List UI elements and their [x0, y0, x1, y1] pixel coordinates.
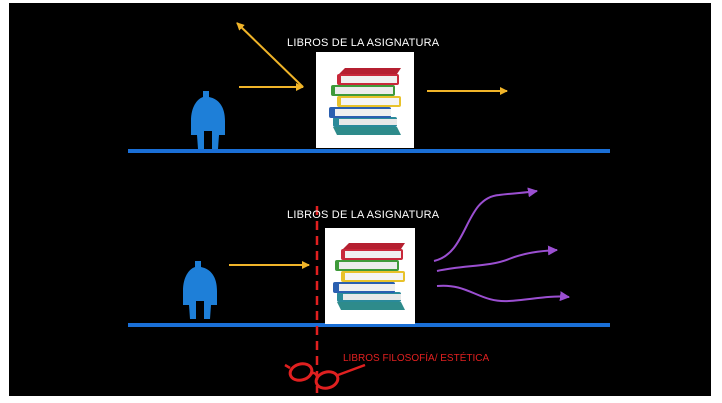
person-icon-top	[191, 91, 225, 149]
glasses-label: LIBROS FILOSOFÍA/ ESTÉTICA	[343, 353, 490, 364]
arrow-reflect-top	[236, 22, 304, 88]
books-stack-icon-bottom	[333, 243, 405, 310]
wavy-arrow-upper	[433, 187, 538, 262]
glasses-icon	[284, 362, 366, 390]
diagram-svg	[128, 22, 610, 393]
books-label-bottom: LIBROS DE LA ASIGNATURA	[287, 209, 440, 221]
diagram-canvas: LIBROS DE LA ASIGNATURA LIBROS DE LA ASI…	[9, 3, 711, 396]
books-label-top: LIBROS DE LA ASIGNATURA	[287, 37, 440, 49]
person-icon-bottom	[183, 261, 217, 319]
wavy-arrow-lower	[436, 284, 570, 303]
books-stack-icon-top	[329, 68, 401, 135]
wavy-arrow-middle	[436, 245, 558, 272]
